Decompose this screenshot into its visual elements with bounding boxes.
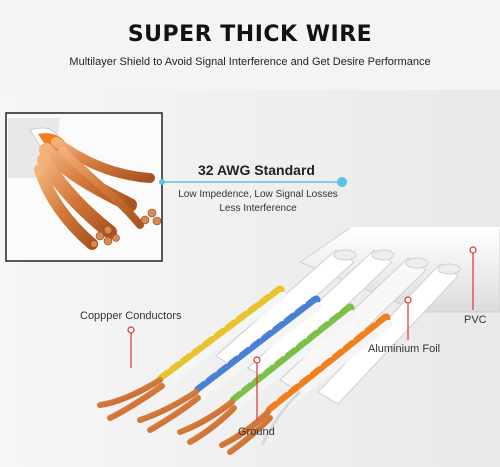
subheadline: Multilayer Shield to Avoid Signal Interf…: [69, 56, 431, 68]
connector-dot-right: [337, 177, 347, 187]
copper-strand-bundle: [34, 137, 155, 250]
ground-wire: [260, 390, 302, 446]
label-ground: Ground: [238, 426, 275, 438]
callouts: [127, 246, 477, 420]
inset-box: [5, 112, 163, 262]
connector-dot-left: [159, 179, 165, 185]
label-aluminium-foil: Aluminium Foil: [368, 343, 441, 355]
wire-sleeves: [215, 249, 461, 405]
spec-description: Low Impedence, Low Signal Losses Less In…: [168, 188, 348, 216]
copper-tips: [97, 377, 273, 455]
headline: SUPER THICK WIRE: [127, 22, 373, 47]
twisted-pairs: [155, 285, 392, 422]
strand-ends: [90, 208, 162, 248]
spec-title: 32 AWG Standard: [198, 162, 315, 178]
spec-line-1: Low Impedence, Low Signal Losses: [178, 189, 338, 200]
label-pvc: PVC: [464, 314, 487, 326]
label-copper-conductors: Coppper Conductors: [80, 310, 182, 322]
spec-line-2: Less Interference: [219, 203, 297, 214]
